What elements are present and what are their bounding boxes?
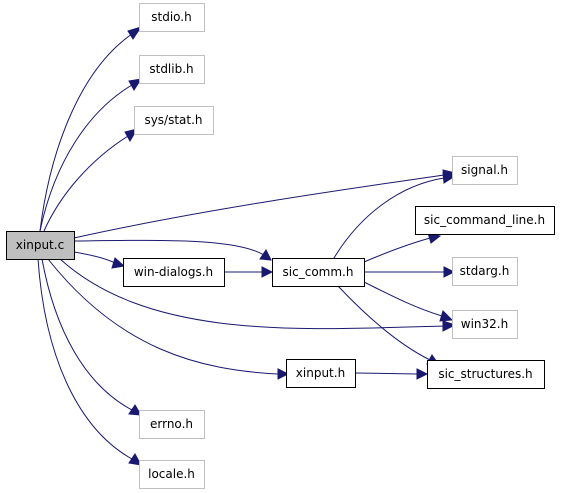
node-box	[139, 55, 205, 84]
node-label: win32.h	[461, 317, 508, 331]
node-box	[272, 258, 365, 287]
node-stdio-h: stdio.h	[139, 3, 205, 32]
edge-line	[43, 135, 129, 232]
node-label: sic_structures.h	[438, 367, 532, 381]
node-xinput-c[interactable]: xinput.c	[6, 231, 75, 260]
node-box	[134, 106, 214, 135]
node-box	[139, 3, 205, 32]
node-label: xinput.c	[16, 238, 64, 252]
edge-arrowhead	[128, 404, 142, 416]
edge-line	[59, 258, 445, 330]
edge-line	[41, 258, 133, 411]
edge-xinput_c-to-win_dialogs_h	[73, 251, 126, 269]
node-label: stdio.h	[151, 10, 191, 24]
node-label: sys/stat.h	[144, 113, 202, 127]
node-signal-h: signal.h	[452, 156, 518, 185]
edge-line	[363, 237, 431, 263]
node-box	[452, 310, 518, 339]
node-box	[139, 460, 205, 489]
edge-line	[39, 84, 133, 232]
node-label: xinput.h	[296, 366, 345, 380]
edge-line	[354, 372, 418, 375]
edge-line	[73, 239, 265, 256]
node-box	[286, 359, 356, 388]
edge-arrowhead	[127, 26, 143, 40]
edges-layer	[37, 26, 457, 466]
edge-sic_comm_h-to-sic_command_line_h	[363, 232, 442, 263]
node-label: stdlib.h	[149, 62, 193, 76]
node-label: signal.h	[461, 163, 508, 177]
node-label: stdarg.h	[460, 264, 510, 278]
edge-line	[73, 251, 116, 264]
edge-xinput_c-to-locale_h	[37, 258, 142, 466]
node-sic-comm-h[interactable]: sic_comm.h	[272, 258, 365, 287]
edge-win_dialogs_h-to-sic_comm_h	[224, 266, 274, 278]
edge-arrowhead	[128, 78, 143, 91]
node-box	[123, 258, 225, 287]
edge-arrowhead	[442, 320, 457, 332]
edge-line	[333, 177, 445, 259]
edge-xinput_c-to-sic_comm_h	[73, 239, 272, 261]
edge-arrowhead	[128, 453, 142, 466]
edge-line	[337, 285, 431, 361]
node-box	[452, 257, 518, 286]
node-xinput-h[interactable]: xinput.h	[286, 359, 356, 388]
edge-arrowhead	[277, 368, 290, 380]
edge-sic_comm_h-to-sic_structures_h	[337, 285, 441, 366]
edge-xinput_c-to-signal_h	[73, 169, 457, 239]
node-box	[139, 410, 205, 439]
node-label: locale.h	[148, 467, 195, 481]
node-label: sic_command_line.h	[424, 213, 545, 227]
node-locale-h: locale.h	[139, 460, 205, 489]
edge-xinput_c-to-xinput_h	[47, 258, 290, 380]
node-errno-h: errno.h	[139, 410, 205, 439]
edge-line	[47, 258, 279, 375]
node-sic-structures-h[interactable]: sic_structures.h	[427, 360, 545, 389]
node-win-dialogs-h[interactable]: win-dialogs.h	[123, 258, 225, 287]
edge-xinput_h-to-sic_structures_h	[354, 368, 429, 380]
node-label: errno.h	[150, 417, 193, 431]
edge-line	[37, 258, 133, 460]
node-win32-h: win32.h	[452, 310, 518, 339]
edge-arrowhead	[443, 266, 456, 278]
edge-xinput_c-to-sys_stat_h	[43, 128, 139, 232]
edge-xinput_c-to-win32_h	[59, 258, 457, 332]
node-sys-stat-h: sys/stat.h	[134, 106, 214, 135]
edge-xinput_c-to-stdio_h	[39, 26, 143, 232]
node-label: win-dialogs.h	[134, 265, 213, 279]
node-label: sic_comm.h	[283, 265, 354, 279]
edge-xinput_c-to-errno_h	[41, 258, 142, 416]
edge-arrowhead	[416, 368, 429, 380]
edge-arrowhead	[439, 310, 454, 322]
edge-line	[73, 174, 445, 239]
nodes-layer: xinput.c stdio.h stdlib.h sys/stat.h signal.…	[6, 3, 555, 489]
edge-xinput_c-to-stdlib_h	[39, 78, 143, 232]
node-stdlib-h: stdlib.h	[139, 55, 205, 84]
node-box	[415, 206, 555, 235]
edge-arrowhead	[261, 266, 274, 278]
node-box	[427, 360, 545, 389]
node-sic-command-line-h[interactable]: sic_command_line.h	[415, 206, 555, 235]
edge-sic_comm_h-to-win32_h	[363, 281, 454, 322]
edge-arrowhead	[111, 257, 126, 269]
edge-line	[363, 281, 443, 317]
node-box	[452, 156, 518, 185]
node-stdarg-h: stdarg.h	[452, 257, 518, 286]
edge-line	[39, 33, 133, 232]
edge-arrowhead	[259, 249, 272, 261]
node-box	[6, 231, 75, 260]
edge-sic_comm_h-to-stdarg_h	[364, 266, 456, 278]
